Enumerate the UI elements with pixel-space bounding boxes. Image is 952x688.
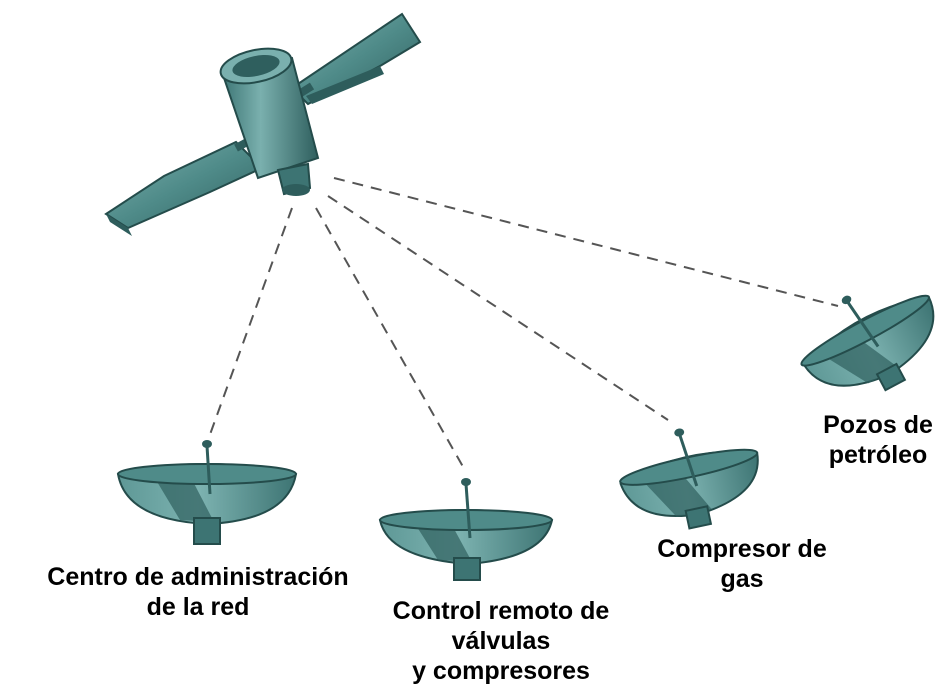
link-gas-compressor <box>327 195 669 421</box>
satellite-dish-icon <box>378 478 554 581</box>
label-line: válvulas <box>451 627 551 655</box>
link-remote-control <box>315 207 467 473</box>
label-line: de la red <box>146 593 250 621</box>
label-line: Pozos de <box>823 411 933 439</box>
label-line: Centro de administración <box>47 563 349 591</box>
satellite-dish-icon <box>800 294 935 392</box>
satellite-icon <box>104 12 422 236</box>
satellite-dish-icon <box>619 428 759 530</box>
communication-links <box>207 177 839 473</box>
link-network-center <box>207 207 293 441</box>
label-gas-compressor: Compresor de gas <box>634 534 850 594</box>
label-network-center: Centro de administración de la red <box>12 562 384 622</box>
label-oil-wells: Pozos de petróleo <box>808 410 948 470</box>
label-line: gas <box>720 565 764 593</box>
label-line: petróleo <box>828 441 928 469</box>
link-oil-wells <box>333 177 839 307</box>
label-line: Compresor de <box>657 535 827 563</box>
label-remote-control: Control remoto de válvulas y compresores <box>366 596 636 686</box>
label-line: Control remoto de <box>392 597 610 625</box>
satellite-dish-icon <box>116 440 298 545</box>
label-line: y compresores <box>412 657 590 685</box>
